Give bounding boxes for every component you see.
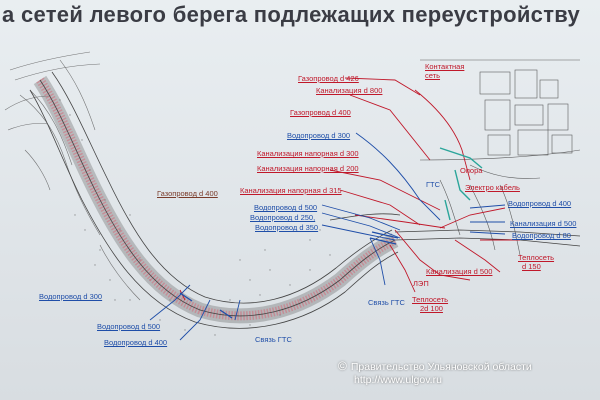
label-kanal-800: Канализация d 800 <box>316 86 383 95</box>
label-elektro-kabel: Электро кабель <box>465 183 520 192</box>
map-title: а сетей левого берега подлежащих переуст… <box>2 2 581 27</box>
copyright-credit: ©Правительство Ульяновской области http:… <box>338 360 532 387</box>
bridge-approach <box>29 71 399 329</box>
label-lep: ЛЭП <box>413 279 429 288</box>
label-vodoprovod-500-bottom: Водопровод d 500 <box>97 322 161 331</box>
label-vodoprovod-80: Водопровод d 80 <box>512 231 571 240</box>
label-vodoprovod-300-left: Водопровод d 300 <box>39 292 103 301</box>
terrain-lines-left <box>4 51 141 301</box>
label-vodoprovod-300-top: Водопровод d 300 <box>287 131 351 140</box>
label-kanal-500-right: Канализация d 500 <box>510 219 577 228</box>
crossing-markers <box>179 231 399 319</box>
label-teploset-100-line2: 2d 100 <box>420 304 443 313</box>
label-opora: Опора <box>460 166 483 175</box>
label-vodoprovod-400-bottom: Водопровод d 400 <box>104 338 168 347</box>
pipelines-teal <box>439 147 483 221</box>
label-kanal-500-bottom: Канализация d 500 <box>426 267 493 276</box>
pipelines-blue <box>149 132 506 341</box>
label-vodoprovod-400-right: Водопровод d 400 <box>508 199 572 208</box>
label-teploset-100-line1: Теплосеть <box>412 295 449 304</box>
label-vodoprovod-250: Водопровод d 250, <box>250 213 316 222</box>
credit-url[interactable]: http://www.ulgov.ru <box>354 374 442 386</box>
label-svyaz-gts-right: Связь ГТС <box>368 298 405 307</box>
label-gts: ГТС <box>426 180 441 189</box>
copyright-symbol: © <box>338 359 347 373</box>
label-teploset-150-line1: Теплосеть <box>518 253 555 262</box>
label-vodoprovod-500-mid: Водопровод d 500 <box>254 203 318 212</box>
label-kanal-nap-200: Канализация напорная d 200 <box>257 164 359 173</box>
credit-line-1: Правительство Ульяновской области <box>350 361 532 373</box>
label-kontakt-set-line1: Контактная <box>425 62 465 71</box>
label-kontakt-set-line2: сеть <box>425 71 441 80</box>
label-svyaz-gts-bottom: Связь ГТС <box>255 335 292 344</box>
label-kanal-nap-315: Канализация напорная d 315 <box>240 186 342 195</box>
upper-road <box>329 213 581 247</box>
label-kanal-nap-300: Канализация напорная d 300 <box>257 149 359 158</box>
label-teploset-150-line2: d 150 <box>522 262 541 271</box>
city-blocks-right <box>419 59 581 256</box>
pipelines-red <box>179 77 520 301</box>
label-gazoprovod-426: Газопровод d 426 <box>298 74 359 83</box>
label-vodoprovod-350: Водопровод d 350 <box>255 223 319 232</box>
terrain-stipple <box>59 99 331 336</box>
label-gazoprovod-400-top: Газопровод d 400 <box>290 108 351 117</box>
label-gazoprovod-400-left: Газопровод d 400 <box>157 189 218 198</box>
